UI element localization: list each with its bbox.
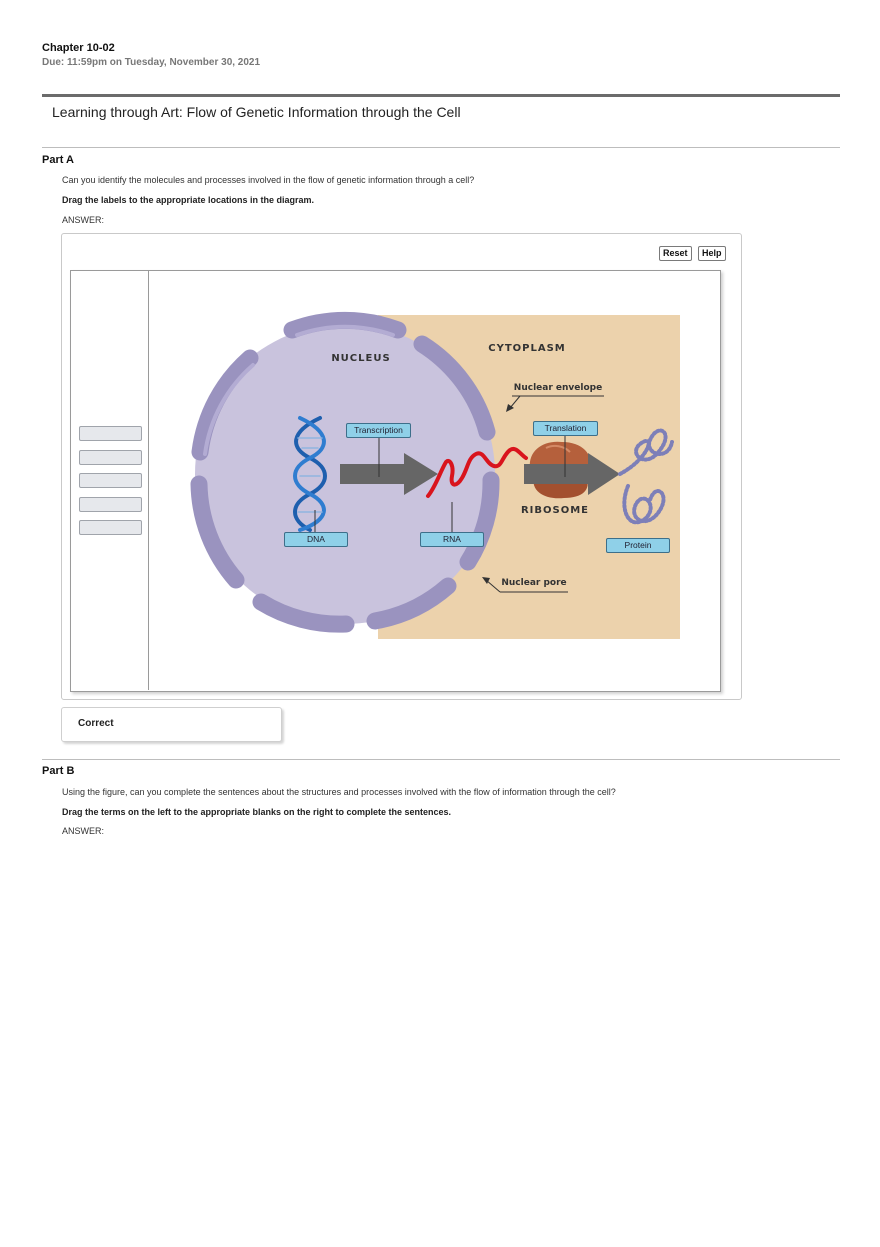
label-rna[interactable]: RNA (420, 532, 484, 547)
chapter-title: Chapter 10-02 (42, 42, 115, 54)
empty-label-slot[interactable] (79, 473, 142, 488)
label-tray-divider (148, 271, 149, 690)
part-a-answer-label: ANSWER: (62, 215, 105, 225)
part-b-question: Using the figure, can you complete the s… (62, 787, 616, 797)
nuclear-pore-label: Nuclear pore (501, 578, 566, 588)
help-button[interactable]: Help (698, 246, 726, 261)
part-a-heading: Part A (42, 154, 74, 166)
dna-helix (293, 416, 327, 532)
part-a-instruction: Drag the labels to the appropriate locat… (62, 195, 315, 205)
part-a-question: Can you identify the molecules and proce… (62, 175, 475, 185)
label-transcription[interactable]: Transcription (346, 423, 411, 438)
feedback-box: Correct (61, 707, 282, 742)
due-date: Due: 11:59pm on Tuesday, November 30, 20… (42, 57, 261, 68)
part-b-instruction: Drag the terms on the left to the approp… (62, 807, 452, 817)
nucleus-label: NUCLEUS (331, 353, 390, 364)
transcription-arrow (340, 453, 438, 495)
label-protein[interactable]: Protein (606, 538, 670, 553)
empty-label-slot[interactable] (79, 450, 142, 465)
cytoplasm-label: CYTOPLASM (488, 343, 566, 354)
translation-arrow (524, 453, 620, 495)
protein-chain (618, 428, 674, 525)
ribosome-label: RIBOSOME (521, 505, 589, 516)
cell-diagram: NUCLEUS CYTOPLASM Nuclear envelope RIBOS… (190, 311, 680, 639)
empty-label-slot[interactable] (79, 497, 142, 512)
nuclear-envelope-label: Nuclear envelope (514, 383, 602, 393)
section-divider (42, 759, 840, 760)
feedback-text: Correct (78, 718, 114, 729)
empty-label-slot[interactable] (79, 520, 142, 535)
assignment-title: Learning through Art: Flow of Genetic In… (52, 104, 461, 120)
part-b-heading: Part B (42, 765, 75, 777)
section-divider (42, 147, 840, 148)
empty-label-slot[interactable] (79, 426, 142, 441)
label-dna[interactable]: DNA (284, 532, 348, 547)
part-b-answer-label: ANSWER: (62, 826, 105, 836)
header-divider (42, 94, 840, 97)
nuclear-envelope (190, 311, 500, 633)
label-translation[interactable]: Translation (533, 421, 598, 436)
reset-button[interactable]: Reset (659, 246, 692, 261)
rna-strand (426, 447, 528, 498)
